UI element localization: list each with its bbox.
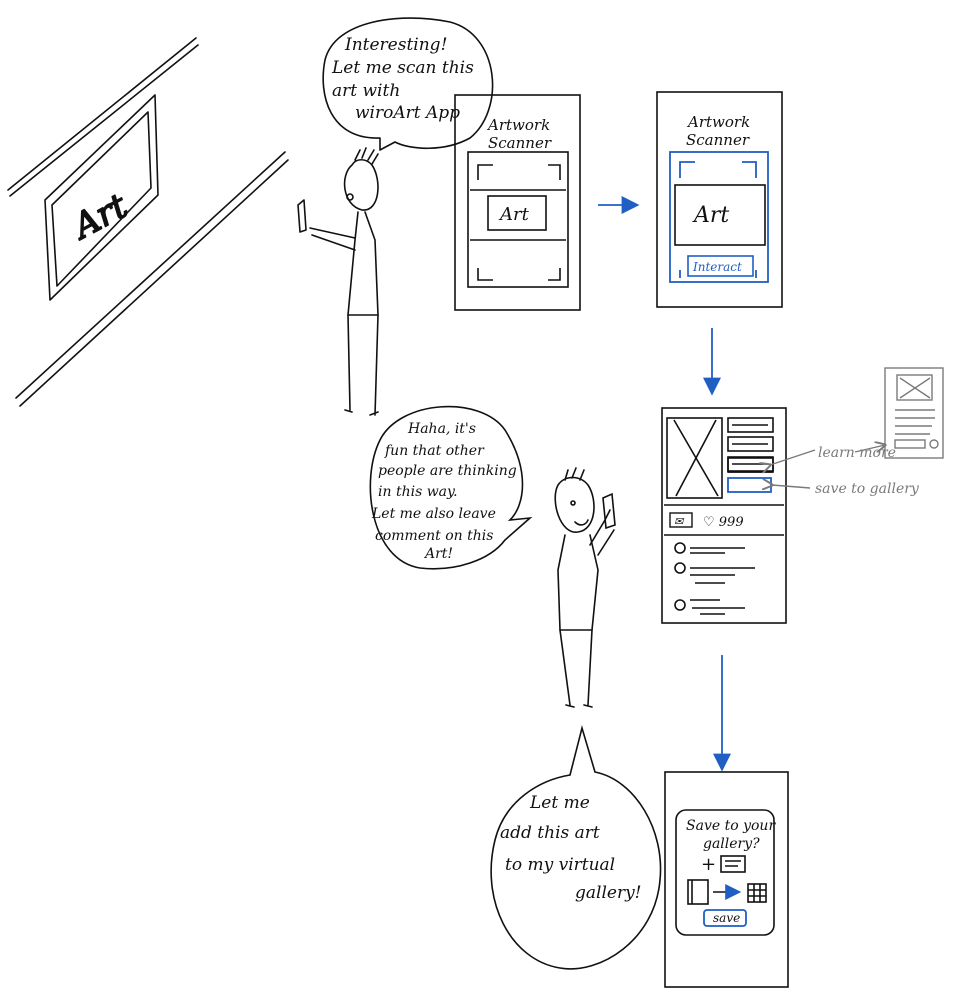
bubble2-line-5: Let me also leave	[371, 506, 496, 522]
interact-button[interactable]	[687, 255, 754, 277]
bubble3-line-3: to my virtual	[505, 855, 615, 875]
bubble3-line-4: gallery!	[575, 883, 642, 903]
screen1-title-line-1: Artwork	[486, 116, 550, 134]
bubble3-line-1: Let me	[529, 793, 590, 813]
bubble1-line-1: Interesting!	[344, 35, 447, 55]
like-tab[interactable]: ♡ 999	[703, 515, 744, 530]
annotation-learn-more: learn more	[818, 445, 896, 461]
save-to-gallery-button[interactable]	[727, 477, 772, 493]
bubble2-line-1: Haha, it's	[407, 421, 476, 437]
bubble1-line-3: art with	[332, 81, 400, 101]
save-button-label[interactable]: save	[713, 911, 740, 925]
learn-more-button[interactable]	[727, 457, 774, 473]
artwork-detail-screen	[661, 407, 787, 624]
info-page-thumbnail	[884, 367, 944, 459]
bubble1-line-2: Let me scan this	[331, 58, 474, 78]
visitor-figure-1	[297, 147, 379, 416]
bubble1-line-4: wiroArt App	[355, 103, 460, 123]
visitor-figure-2	[554, 467, 616, 708]
screen2-title-line-1: Artwork	[686, 113, 750, 131]
bubble2-line-4: in this way.	[378, 484, 458, 500]
scanner-detected-frame	[669, 151, 769, 283]
plus-icon: +	[701, 854, 716, 875]
annotation-save-to-gallery: save to gallery	[815, 481, 920, 497]
speech-bubble-2	[369, 405, 533, 570]
bubble2-line-7: Art!	[423, 546, 453, 562]
annotation-arrows	[770, 445, 885, 488]
save-button[interactable]	[703, 909, 747, 927]
screen1-title-line-2: Scanner	[488, 134, 552, 152]
wall-painting	[44, 94, 159, 301]
scanner-screen-1	[454, 94, 581, 311]
speech-bubble-3	[490, 724, 662, 970]
gallery-wall	[7, 37, 289, 407]
bubble2-line-3: people are thinking	[378, 463, 517, 479]
bubble2-line-6: comment on this	[375, 528, 493, 544]
bubble3-line-2: add this art	[500, 823, 600, 843]
speech-bubble-1	[322, 17, 494, 151]
screen2-title-line-2: Scanner	[686, 131, 750, 149]
painting-label: Art	[65, 186, 135, 248]
scanner-screen-2	[656, 91, 783, 308]
save-dialog-line-1: Save to your	[686, 818, 776, 834]
bubble2-line-2: fun that other	[384, 443, 485, 459]
comments-tab[interactable]	[669, 512, 693, 528]
interact-button-label[interactable]: Interact	[692, 260, 742, 274]
screen2-art-label: Art	[692, 203, 729, 228]
save-gallery-screen	[664, 771, 789, 988]
comment-tab-icon: ✉	[674, 515, 685, 528]
save-dialog-line-2: gallery?	[703, 836, 760, 852]
screen1-art-label: Art	[498, 204, 530, 225]
